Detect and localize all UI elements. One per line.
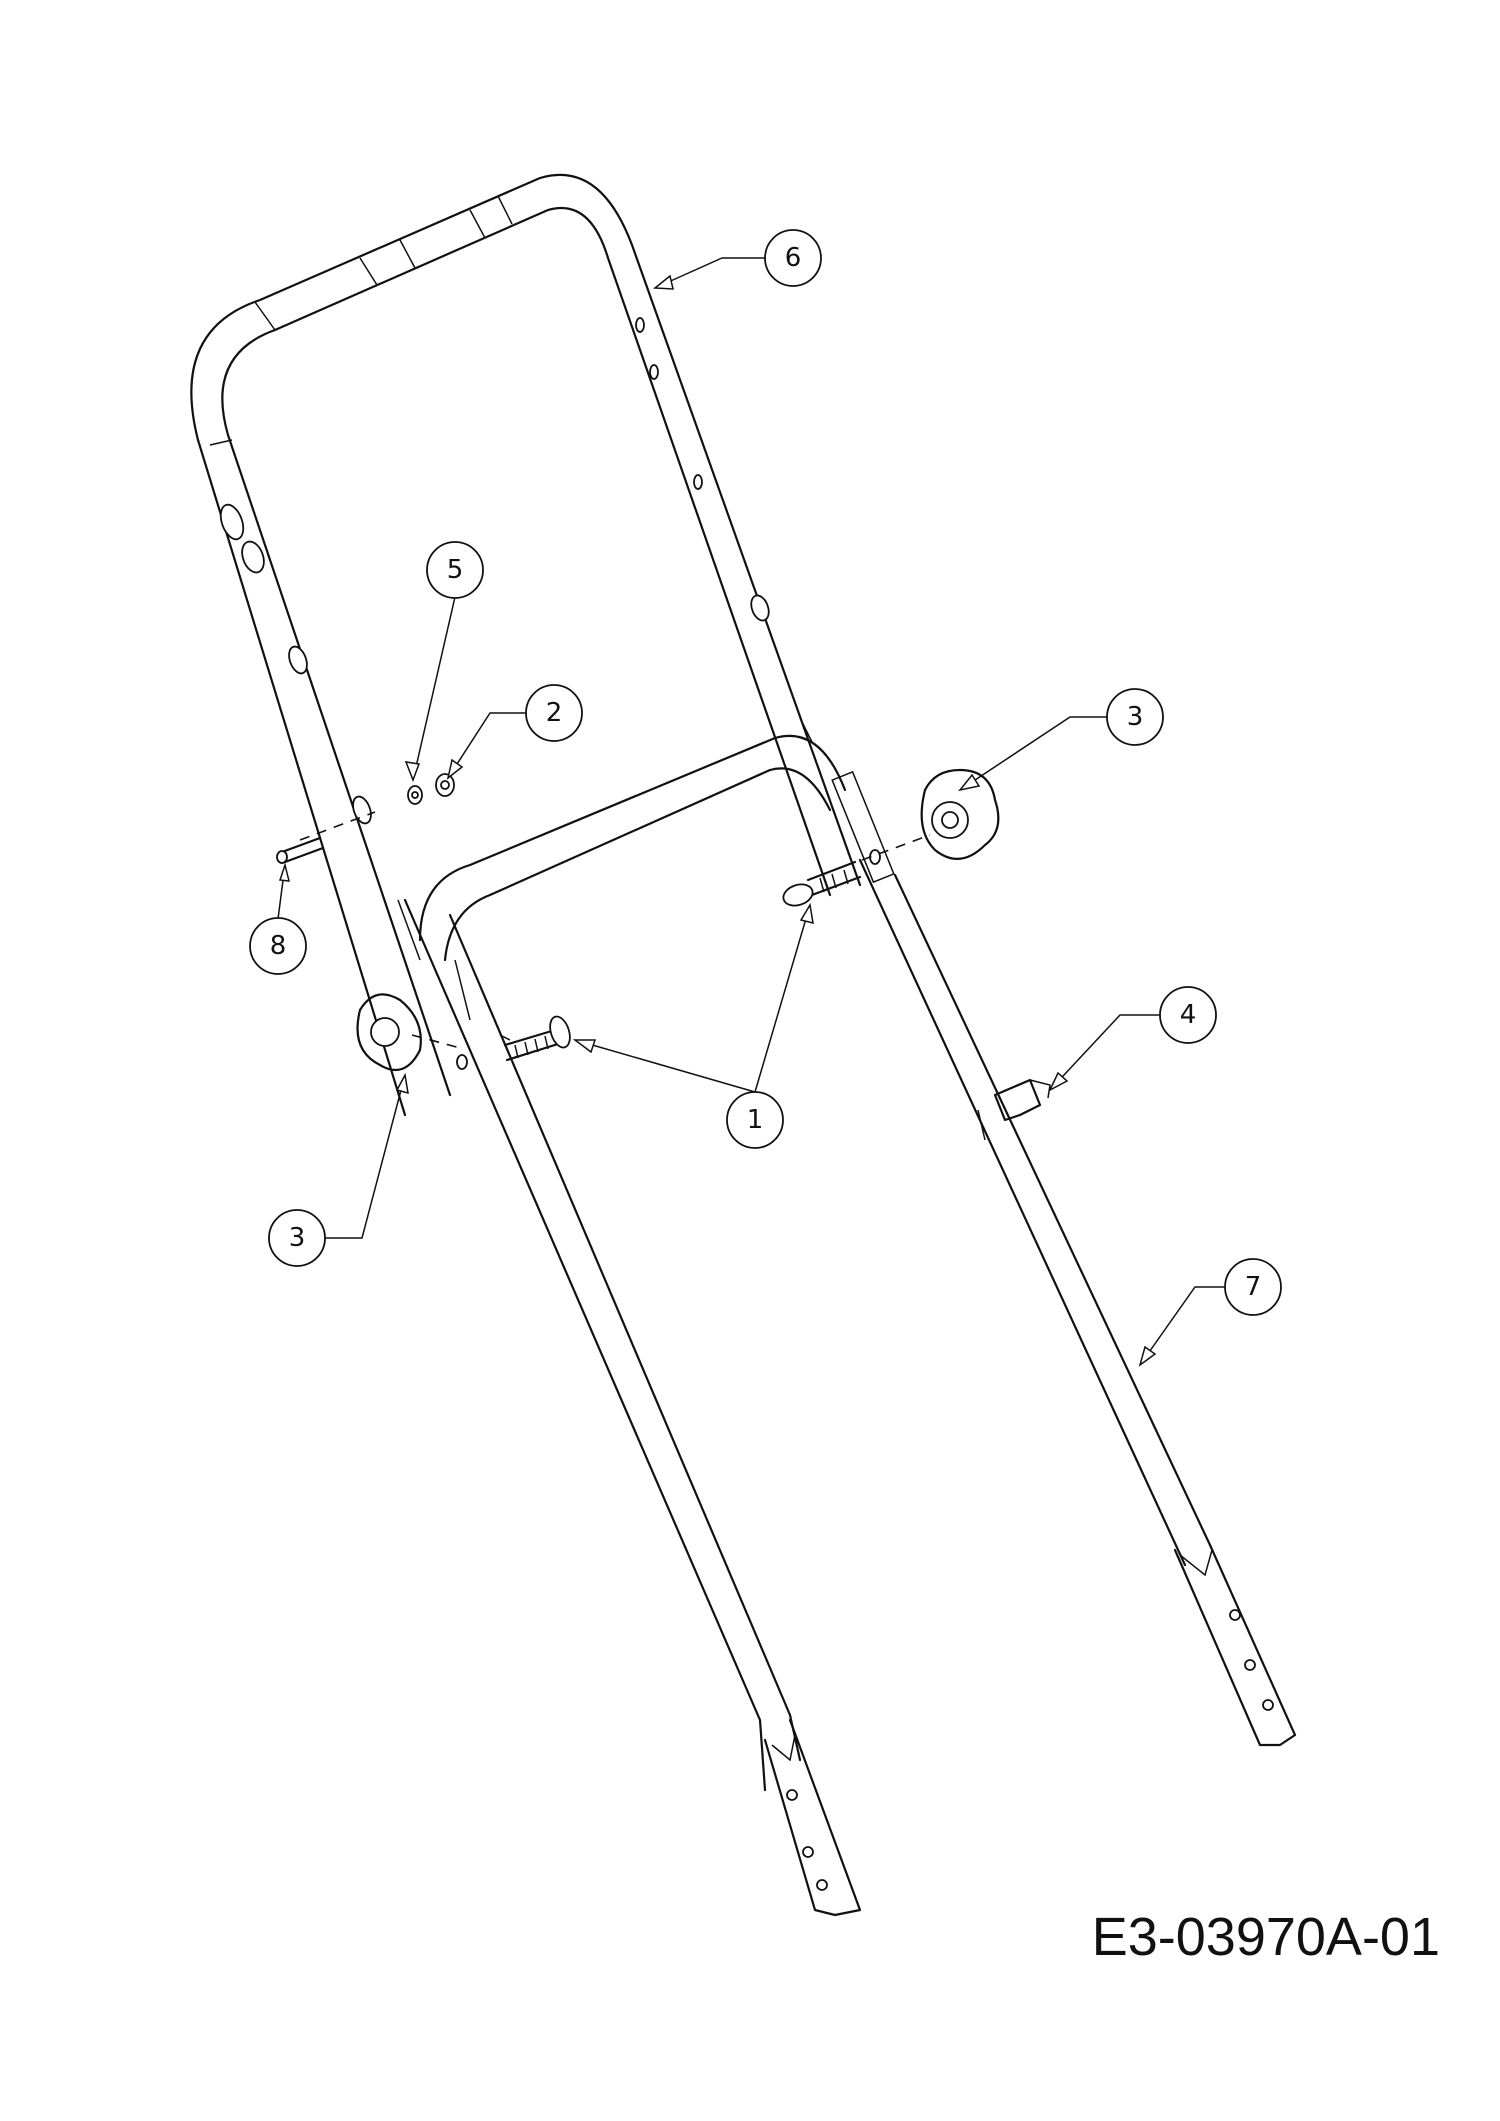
cross-bar (418, 717, 847, 962)
callout-6-label: 6 (785, 243, 802, 273)
upper-handle (190, 173, 862, 1117)
callout-4: 4 (1048, 986, 1217, 1092)
carriage-bolt-left (456, 1015, 571, 1070)
callout-6: 6 (652, 229, 822, 290)
callout-1: 1 (572, 902, 814, 1149)
knob-right (920, 768, 1000, 860)
callout-1-label: 1 (747, 1105, 764, 1135)
callout-4-label: 4 (1180, 1000, 1197, 1030)
pin (276, 836, 325, 864)
callout-5: 5 (404, 541, 484, 783)
callout-3-right-label: 3 (1127, 702, 1144, 732)
callout-3-left-label: 3 (289, 1223, 306, 1253)
callout-7-label: 7 (1245, 1272, 1262, 1302)
callout-5-label: 5 (447, 555, 464, 585)
drawing-number: E3-03970A-01 (1091, 1907, 1440, 1967)
lower-handle (397, 770, 1297, 1917)
carriage-bolt-right (782, 849, 881, 907)
callout-3-right: 3 (958, 688, 1164, 792)
callout-8-label: 8 (270, 931, 287, 961)
knob-left (356, 993, 422, 1072)
callout-3-left: 3 (268, 1072, 409, 1267)
callout-2: 2 (446, 684, 583, 780)
hex-nut (435, 773, 455, 797)
callout-8: 8 (249, 862, 307, 975)
cable-clip (977, 1078, 1051, 1141)
washer (407, 785, 423, 805)
callout-2-label: 2 (546, 698, 563, 728)
callout-7: 7 (1138, 1258, 1282, 1367)
